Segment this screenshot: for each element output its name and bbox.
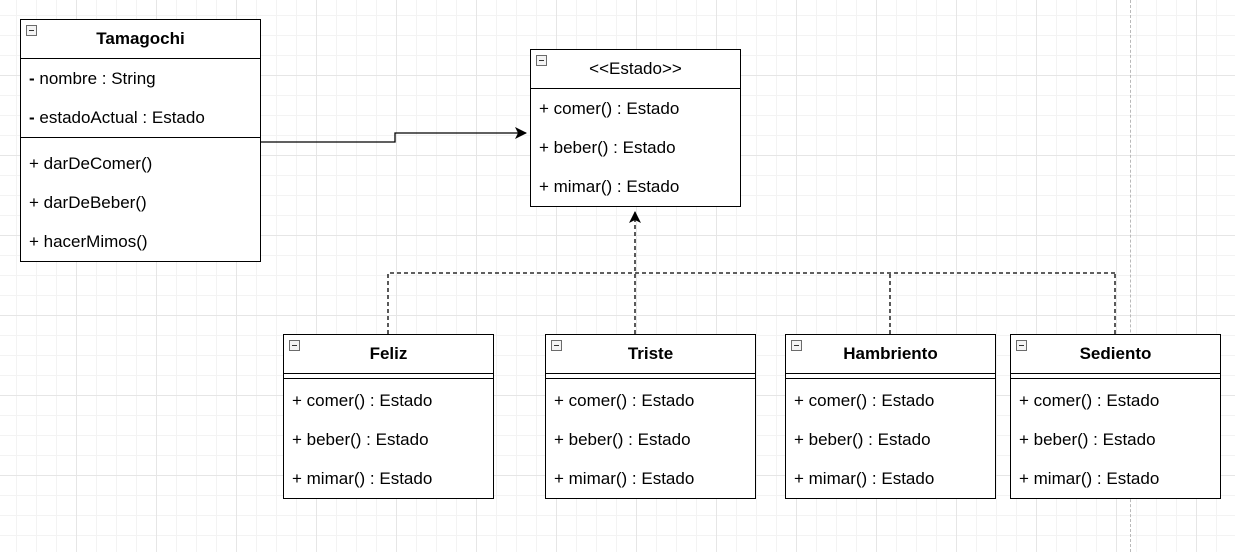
method-mimar[interactable]: + mimar() : Estado [794,469,935,488]
class-name: Hambriento [843,344,938,363]
method-mimar[interactable]: + mimar() : Estado [554,469,695,488]
class-header: <<Estado>> [531,50,740,88]
method-hacer-mimos[interactable]: + hacerMimos() [29,232,148,251]
methods-section: + darDeComer() + darDeBeber() + hacerMim… [21,137,260,261]
method-comer[interactable]: + comer() : Estado [1019,391,1160,410]
methods-section: + comer() : Estado + beber() : Estado + … [1011,378,1220,498]
attributes-section [786,373,995,378]
collapse-icon[interactable] [26,25,37,36]
method-mimar[interactable]: + mimar() : Estado [539,177,680,196]
collapse-icon[interactable] [791,340,802,351]
association-tamagochi-estado[interactable] [260,127,527,143]
attribute-nombre[interactable]: - nombre : String [29,69,156,88]
class-name: Sediento [1079,344,1152,363]
attributes-section: - nombre : String - estadoActual : Estad… [21,58,260,137]
class-name: Tamagochi [96,29,185,48]
class-header: Sediento [1011,335,1220,373]
method-beber[interactable]: + beber() : Estado [292,430,429,449]
class-header: Hambriento [786,335,995,373]
class-name: Triste [627,344,674,363]
realization-connector[interactable] [387,212,1116,334]
method-beber[interactable]: + beber() : Estado [539,138,676,157]
method-beber[interactable]: + beber() : Estado [794,430,931,449]
methods-section: + comer() : Estado + beber() : Estado + … [284,378,493,498]
class-header: Feliz [284,335,493,373]
class-hambriento[interactable]: Hambriento + comer() : Estado + beber() … [785,334,996,499]
class-estado[interactable]: <<Estado>> + comer() : Estado + beber() … [530,49,741,207]
method-dar-de-comer[interactable]: + darDeComer() [29,154,153,173]
attribute-estado-actual[interactable]: - estadoActual : Estado [29,108,205,127]
class-feliz[interactable]: Feliz + comer() : Estado + beber() : Est… [283,334,494,499]
methods-section: + comer() : Estado + beber() : Estado + … [786,378,995,498]
class-name: Feliz [369,344,408,363]
class-header: Triste [546,335,755,373]
attributes-section [546,373,755,378]
attributes-section [284,373,493,378]
method-comer[interactable]: + comer() : Estado [292,391,433,410]
collapse-icon[interactable] [1016,340,1027,351]
methods-section: + comer() : Estado + beber() : Estado + … [531,88,740,206]
method-comer[interactable]: + comer() : Estado [794,391,935,410]
class-name: <<Estado>> [589,59,682,78]
method-mimar[interactable]: + mimar() : Estado [292,469,433,488]
method-dar-de-beber[interactable]: + darDeBeber() [29,193,147,212]
method-beber[interactable]: + beber() : Estado [554,430,691,449]
methods-section: + comer() : Estado + beber() : Estado + … [546,378,755,498]
method-comer[interactable]: + comer() : Estado [554,391,695,410]
page-break-guide [1130,0,1131,552]
class-triste[interactable]: Triste + comer() : Estado + beber() : Es… [545,334,756,499]
collapse-icon[interactable] [289,340,300,351]
attributes-section [1011,373,1220,378]
class-header: Tamagochi [21,20,260,58]
collapse-icon[interactable] [551,340,562,351]
class-sediento[interactable]: Sediento + comer() : Estado + beber() : … [1010,334,1221,499]
method-comer[interactable]: + comer() : Estado [539,99,680,118]
collapse-icon[interactable] [536,55,547,66]
class-tamagochi[interactable]: Tamagochi - nombre : String - estadoActu… [20,19,261,262]
method-beber[interactable]: + beber() : Estado [1019,430,1156,449]
method-mimar[interactable]: + mimar() : Estado [1019,469,1160,488]
